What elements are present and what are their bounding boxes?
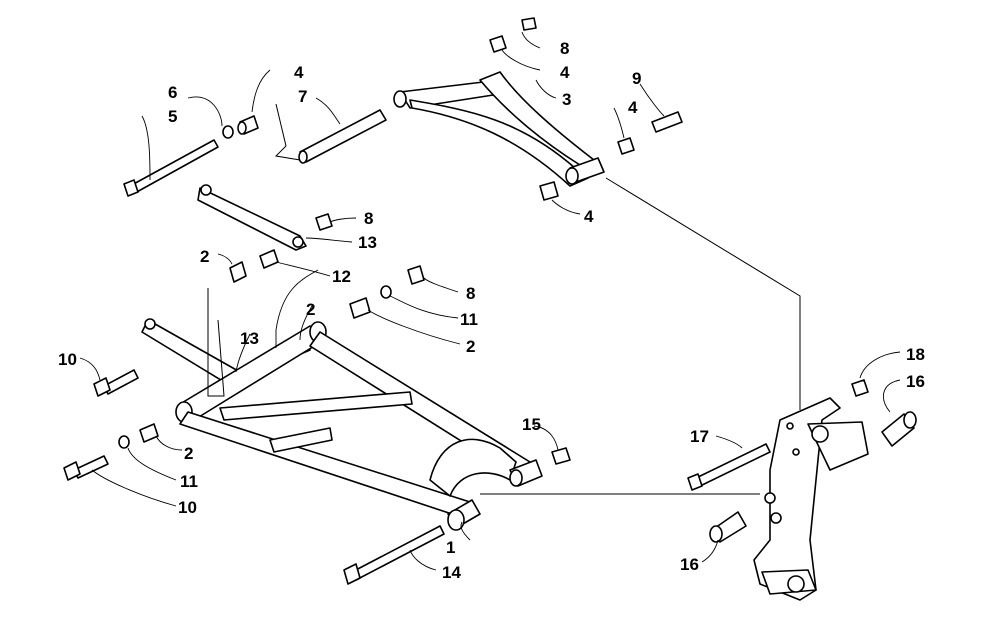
callout-label: 16 (906, 372, 925, 391)
callout-label: 9 (632, 69, 641, 88)
callout-label: 4 (628, 98, 638, 117)
link-upper (197, 184, 307, 251)
callout-label: 6 (168, 83, 177, 102)
bolt-10-lower (63, 455, 109, 481)
callout-label: 8 (560, 39, 569, 58)
callout-label: 14 (442, 563, 461, 582)
nut-18 (851, 379, 869, 397)
callout-label: 8 (364, 209, 373, 228)
bushing-2-lower (139, 423, 159, 443)
bolt-17 (687, 443, 771, 491)
callout-label: 18 (906, 345, 925, 364)
steering-knuckle (753, 397, 869, 601)
callout-label: 11 (460, 310, 478, 329)
bolt-10-upper (93, 369, 139, 397)
callout-label: 4 (584, 207, 594, 226)
bushings-upper-right (489, 17, 683, 201)
bushing-upper-left (237, 115, 259, 135)
callout-label: 15 (522, 415, 541, 434)
callout-label: 16 (680, 555, 699, 574)
reference-line-upper (605, 177, 801, 410)
pin-16-upper (881, 411, 917, 447)
callout-label: 12 (332, 267, 351, 286)
callout-label: 2 (184, 444, 193, 463)
callout-label: 10 (58, 350, 77, 369)
upper-a-arm (393, 71, 605, 187)
callouts: 1 2 2 2 2 3 4 4 4 4 5 6 7 8 8 8 9 10 10 … (58, 39, 925, 582)
callout-label: 8 (466, 284, 475, 303)
callout-label: 7 (298, 87, 307, 106)
washer (222, 125, 234, 139)
callout-label: 3 (562, 90, 571, 109)
callout-label: 1 (446, 538, 455, 557)
callout-label: 5 (168, 107, 177, 126)
callout-label: 2 (466, 337, 475, 356)
callout-label: 4 (294, 63, 304, 82)
small-bushings (229, 213, 571, 465)
washer-11 (118, 435, 130, 449)
callout-label: 2 (306, 300, 315, 319)
callout-label: 11 (180, 472, 198, 491)
callout-label: 2 (200, 247, 209, 266)
pin-16-lower (709, 511, 747, 543)
lower-a-arm (175, 321, 543, 531)
callout-label: 13 (240, 329, 259, 348)
upper-long-bolt (123, 139, 219, 197)
bolt-14 (343, 525, 445, 585)
callout-label: 10 (178, 498, 197, 517)
callout-label: 13 (358, 233, 377, 252)
reference-line-links (207, 288, 225, 397)
callout-label: 4 (560, 63, 570, 82)
callout-label: 17 (690, 427, 709, 446)
upper-pivot-pin (298, 109, 387, 164)
leader-lines (79, 31, 901, 571)
reference-line-pin (274, 103, 301, 161)
